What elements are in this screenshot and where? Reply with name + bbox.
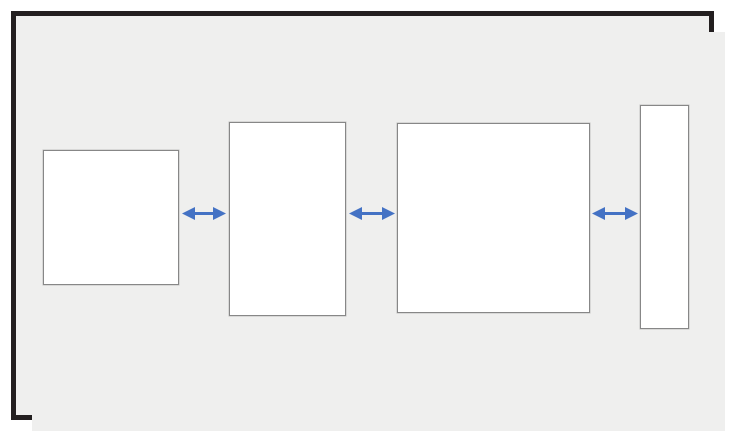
rectangle-1[interactable] bbox=[43, 150, 179, 285]
rectangle-3[interactable] bbox=[397, 123, 590, 313]
arrow-glyph-icon bbox=[349, 207, 395, 220]
arrow-glyph-icon bbox=[182, 207, 226, 220]
double-arrow-1[interactable] bbox=[182, 206, 226, 221]
double-arrow-2[interactable] bbox=[349, 206, 395, 221]
rectangle-2[interactable] bbox=[229, 122, 346, 316]
rectangle-4[interactable] bbox=[640, 105, 689, 329]
arrow-glyph-icon bbox=[592, 207, 638, 220]
double-arrow-3[interactable] bbox=[592, 206, 638, 221]
